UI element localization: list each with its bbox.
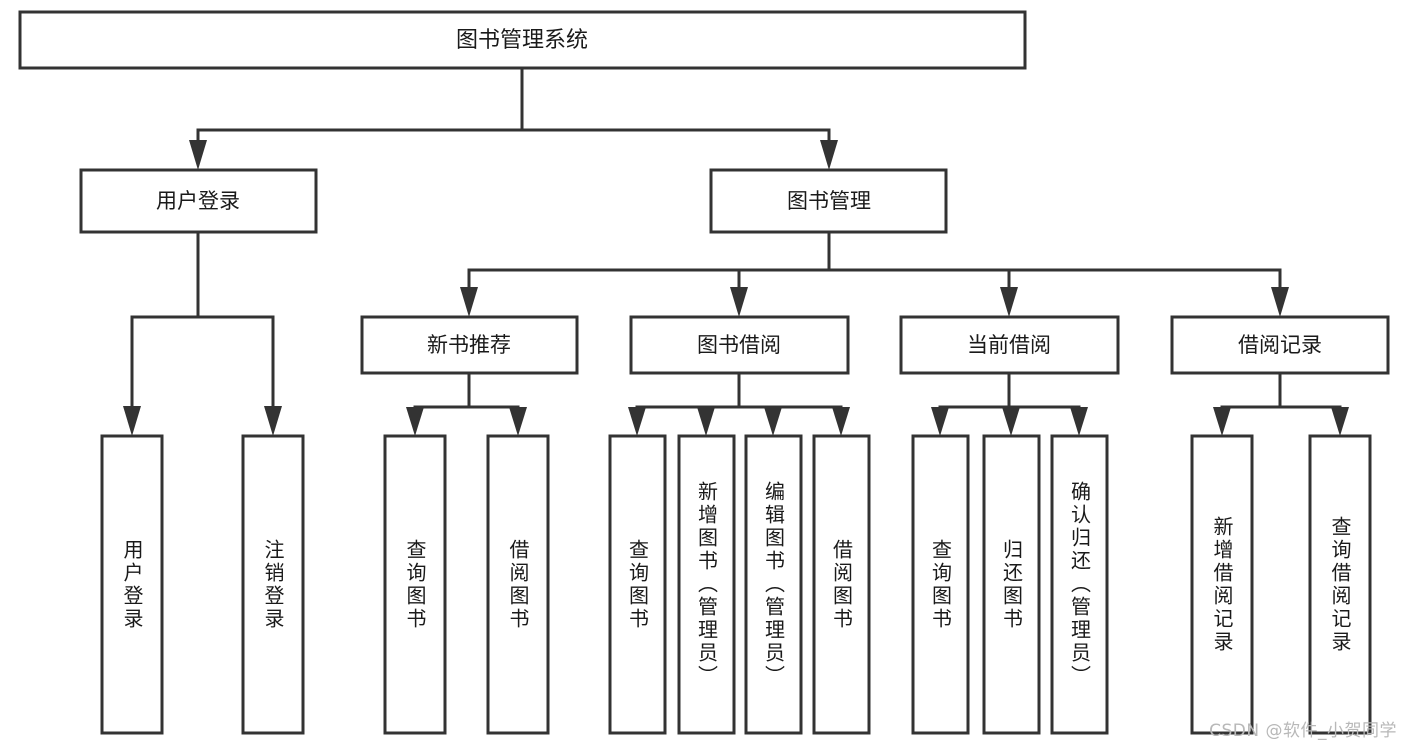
leaf-label-add-record: 新增借阅记录	[1210, 515, 1234, 654]
arrow-head-icon	[931, 407, 949, 436]
arrow-head-icon	[509, 407, 527, 436]
arrow-head-icon	[628, 407, 646, 436]
node-label-book-borrow: 图书借阅	[697, 333, 781, 357]
node-box-root[interactable]	[18, 10, 1027, 70]
connector-group-borrow-record	[1213, 371, 1349, 436]
leaf-label-query-book-1: 查询图书	[403, 538, 427, 631]
arrow-head-icon	[189, 140, 207, 170]
node-box-leaf-borrow-book-2[interactable]	[812, 434, 871, 735]
connector-group-current-borrow	[931, 371, 1088, 436]
node-box-leaf-user-login[interactable]	[100, 434, 164, 735]
connector-group-book-borrow	[628, 371, 850, 436]
node-label-root: 图书管理系统	[456, 28, 588, 53]
arrow-head-icon	[764, 407, 782, 436]
arrow-head-icon	[123, 406, 141, 436]
arrow-head-icon	[730, 287, 748, 317]
leaf-label-query-book-3: 查询图书	[928, 538, 953, 631]
arrow-head-icon	[1070, 407, 1088, 436]
node-box-leaf-query-record[interactable]	[1308, 434, 1372, 735]
leaf-label-edit-book: 编辑图书（管理员）	[761, 481, 786, 688]
arrow-head-icon	[697, 407, 715, 436]
node-box-leaf-query-book-3[interactable]	[911, 434, 970, 735]
leaf-label-user-logout: 注销登录	[261, 538, 285, 631]
node-box-leaf-query-book-2[interactable]	[608, 434, 667, 735]
node-box-new-book-rec[interactable]	[360, 315, 579, 375]
node-user-login[interactable]: 用户登录	[79, 168, 318, 234]
node-box-leaf-add-record[interactable]	[1190, 434, 1254, 735]
node-borrow-record[interactable]: 借阅记录	[1170, 315, 1390, 375]
arrow-head-icon	[1002, 407, 1020, 436]
connector-group-user-login	[123, 230, 282, 436]
node-new-book-rec[interactable]: 新书推荐	[360, 315, 579, 375]
arrow-head-icon	[264, 406, 282, 436]
node-label-borrow-record: 借阅记录	[1238, 333, 1322, 357]
arrow-head-icon	[1000, 287, 1018, 317]
arrow-head-icon	[406, 407, 424, 436]
node-box-current-borrow[interactable]	[899, 315, 1120, 375]
arrow-head-icon	[832, 407, 850, 436]
node-box-book-borrow[interactable]	[629, 315, 850, 375]
node-box-leaf-confirm-return[interactable]	[1050, 434, 1109, 735]
leaf-label-borrow-book-2: 借阅图书	[829, 538, 854, 631]
leaf-label-query-record: 查询借阅记录	[1328, 515, 1352, 654]
arrow-head-icon	[820, 140, 838, 170]
node-book-manage[interactable]: 图书管理	[709, 168, 948, 234]
leaf-label-borrow-book-1: 借阅图书	[506, 538, 530, 631]
connector-group-book-manage	[460, 230, 1289, 317]
node-box-leaf-return-book[interactable]	[982, 434, 1041, 735]
node-label-user-login: 用户登录	[156, 189, 240, 213]
node-label-new-book-rec: 新书推荐	[427, 333, 511, 357]
node-box-leaf-add-book[interactable]	[677, 434, 736, 735]
leaf-boxes	[100, 434, 1372, 735]
connector-group-new-book-rec	[406, 371, 527, 436]
arrow-head-icon	[460, 287, 478, 317]
arrow-head-icon	[1331, 407, 1349, 436]
leaf-label-query-book-2: 查询图书	[625, 538, 650, 631]
node-box-leaf-query-book-1[interactable]	[383, 434, 447, 735]
node-box-leaf-borrow-book-1[interactable]	[486, 434, 550, 735]
arrow-head-icon	[1271, 287, 1289, 317]
csdn-watermark: CSDN @软件_小贺同学	[1209, 721, 1397, 741]
leaf-label-user-login: 用户登录	[120, 538, 144, 631]
node-box-borrow-record[interactable]	[1170, 315, 1390, 375]
leaf-label-return-book: 归还图书	[999, 538, 1024, 631]
node-label-book-manage: 图书管理	[787, 189, 871, 213]
leaf-label-confirm-return: 确认归还（管理员）	[1067, 481, 1092, 688]
node-box-leaf-user-logout[interactable]	[241, 434, 305, 735]
node-box-leaf-edit-book[interactable]	[744, 434, 803, 735]
node-box-book-manage[interactable]	[709, 168, 948, 234]
leaf-label-add-book: 新增图书（管理员）	[694, 481, 719, 688]
connector-group-root	[189, 66, 838, 170]
arrow-head-icon	[1213, 407, 1231, 436]
node-root[interactable]: 图书管理系统	[18, 10, 1027, 70]
node-box-user-login[interactable]	[79, 168, 318, 234]
node-label-current-borrow: 当前借阅	[967, 333, 1051, 357]
node-book-borrow[interactable]: 图书借阅	[629, 315, 850, 375]
node-current-borrow[interactable]: 当前借阅	[899, 315, 1120, 375]
